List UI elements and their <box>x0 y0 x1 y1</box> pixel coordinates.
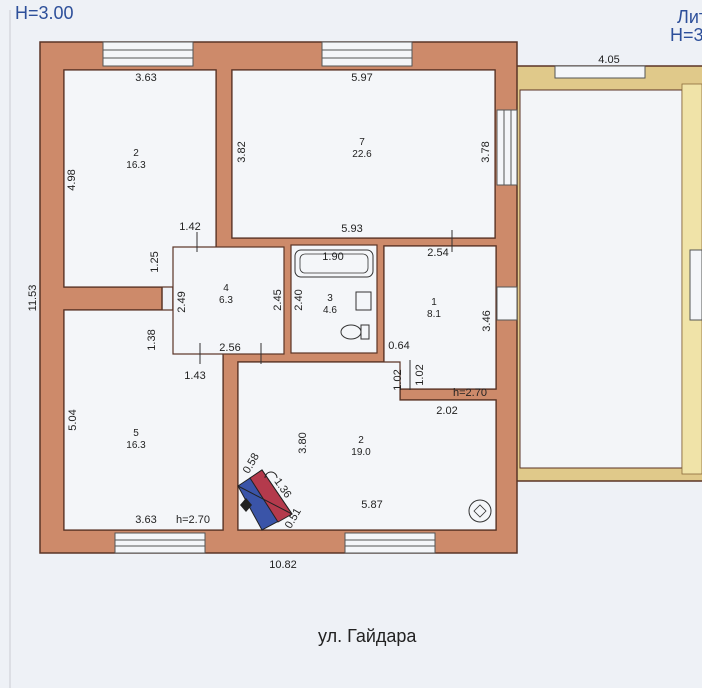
dim-room5-height: 5.04 <box>67 409 79 430</box>
annex-window-right <box>689 249 702 321</box>
dim-room3-height-right: 2.40 <box>293 289 305 310</box>
dim-room4-width: 2.56 <box>219 342 240 354</box>
annex-room <box>519 89 683 469</box>
annex-window-top <box>554 65 646 79</box>
room3-area: 4.6 <box>323 305 337 316</box>
dim-hall-door: 1.42 <box>179 221 200 233</box>
window-room6 <box>102 41 194 67</box>
dim-room1-height: 3.46 <box>481 310 493 331</box>
dim-annex-width: 4.05 <box>598 54 619 66</box>
dim-room7-width-top: 5.97 <box>351 72 372 84</box>
room-1 <box>383 245 497 390</box>
dim-room2-height: 3.80 <box>297 432 309 453</box>
boiler-icon <box>468 499 492 523</box>
dim-room1-inner: 0.64 <box>388 340 409 352</box>
dim-hall-wall: 1.25 <box>149 251 161 272</box>
room6-area: 16.3 <box>126 160 146 171</box>
room-2 <box>237 361 497 531</box>
room5-number: 5 <box>133 428 139 439</box>
room5-area: 16.3 <box>126 440 146 451</box>
dim-room7-height-left: 3.82 <box>236 141 248 162</box>
dim-room2-width-top: 2.02 <box>436 405 457 417</box>
room2-area: 19.0 <box>351 447 371 458</box>
dim-room2-width: 5.87 <box>361 499 382 511</box>
header-height-left: H=3.00 <box>15 3 74 23</box>
header-height-right: H=3 <box>670 25 702 45</box>
stove-diagonal <box>237 485 293 515</box>
dim-room5-wall: 1.38 <box>146 329 158 350</box>
bathtub-inner <box>299 253 369 274</box>
dim-room4-height: 2.49 <box>176 291 188 312</box>
street-name: ул. Гайдара <box>318 626 417 646</box>
window-room7-top <box>321 41 413 67</box>
stove-marker <box>240 498 252 512</box>
dim-overall-width: 10.82 <box>269 559 297 571</box>
dim-notch-a: 1.02 <box>392 369 404 390</box>
window-room1 <box>496 286 518 321</box>
dim-room1-width: 2.54 <box>427 247 448 259</box>
room6-number: 2 <box>133 148 139 159</box>
stove-hatch <box>264 471 278 479</box>
room-7 <box>231 69 496 239</box>
dim-room5-width: 3.63 <box>135 514 156 526</box>
stove <box>237 469 293 531</box>
boiler-symbol <box>473 504 487 518</box>
room1-area: 8.1 <box>427 309 441 320</box>
room7-area: 22.6 <box>352 149 372 160</box>
dim-overall-height: 11.53 <box>27 285 39 312</box>
header-liter-right: Лит <box>677 7 702 27</box>
dim-room7-width-bottom: 5.93 <box>341 223 362 235</box>
dim-room7-height-right: 3.78 <box>480 141 492 162</box>
annex <box>513 65 702 482</box>
dim-room3-height-left: 2.45 <box>272 289 284 310</box>
ceiling-height-room1: h=2.70 <box>453 387 487 399</box>
window-room2 <box>344 532 436 554</box>
dim-notch-b: 1.02 <box>414 364 426 385</box>
window-room7-right <box>496 109 518 186</box>
room-4 <box>172 246 285 355</box>
room1-number: 1 <box>431 297 437 308</box>
toilet-tank <box>360 324 370 340</box>
toilet <box>340 324 362 340</box>
ceiling-height-room5: h=2.70 <box>176 514 210 526</box>
dim-room6-height: 4.98 <box>66 169 78 190</box>
room4-number: 4 <box>223 283 229 294</box>
room4-area: 6.3 <box>219 295 233 306</box>
sink <box>355 291 372 311</box>
dim-room5-door: 1.43 <box>184 370 205 382</box>
bathtub <box>294 249 374 278</box>
room2-number: 2 <box>358 435 364 446</box>
room3-number: 3 <box>327 293 333 304</box>
window-room5 <box>114 532 206 554</box>
room7-number: 7 <box>359 137 365 148</box>
dim-bath-length: 1.90 <box>322 251 343 263</box>
dim-room6-width: 3.63 <box>135 72 156 84</box>
